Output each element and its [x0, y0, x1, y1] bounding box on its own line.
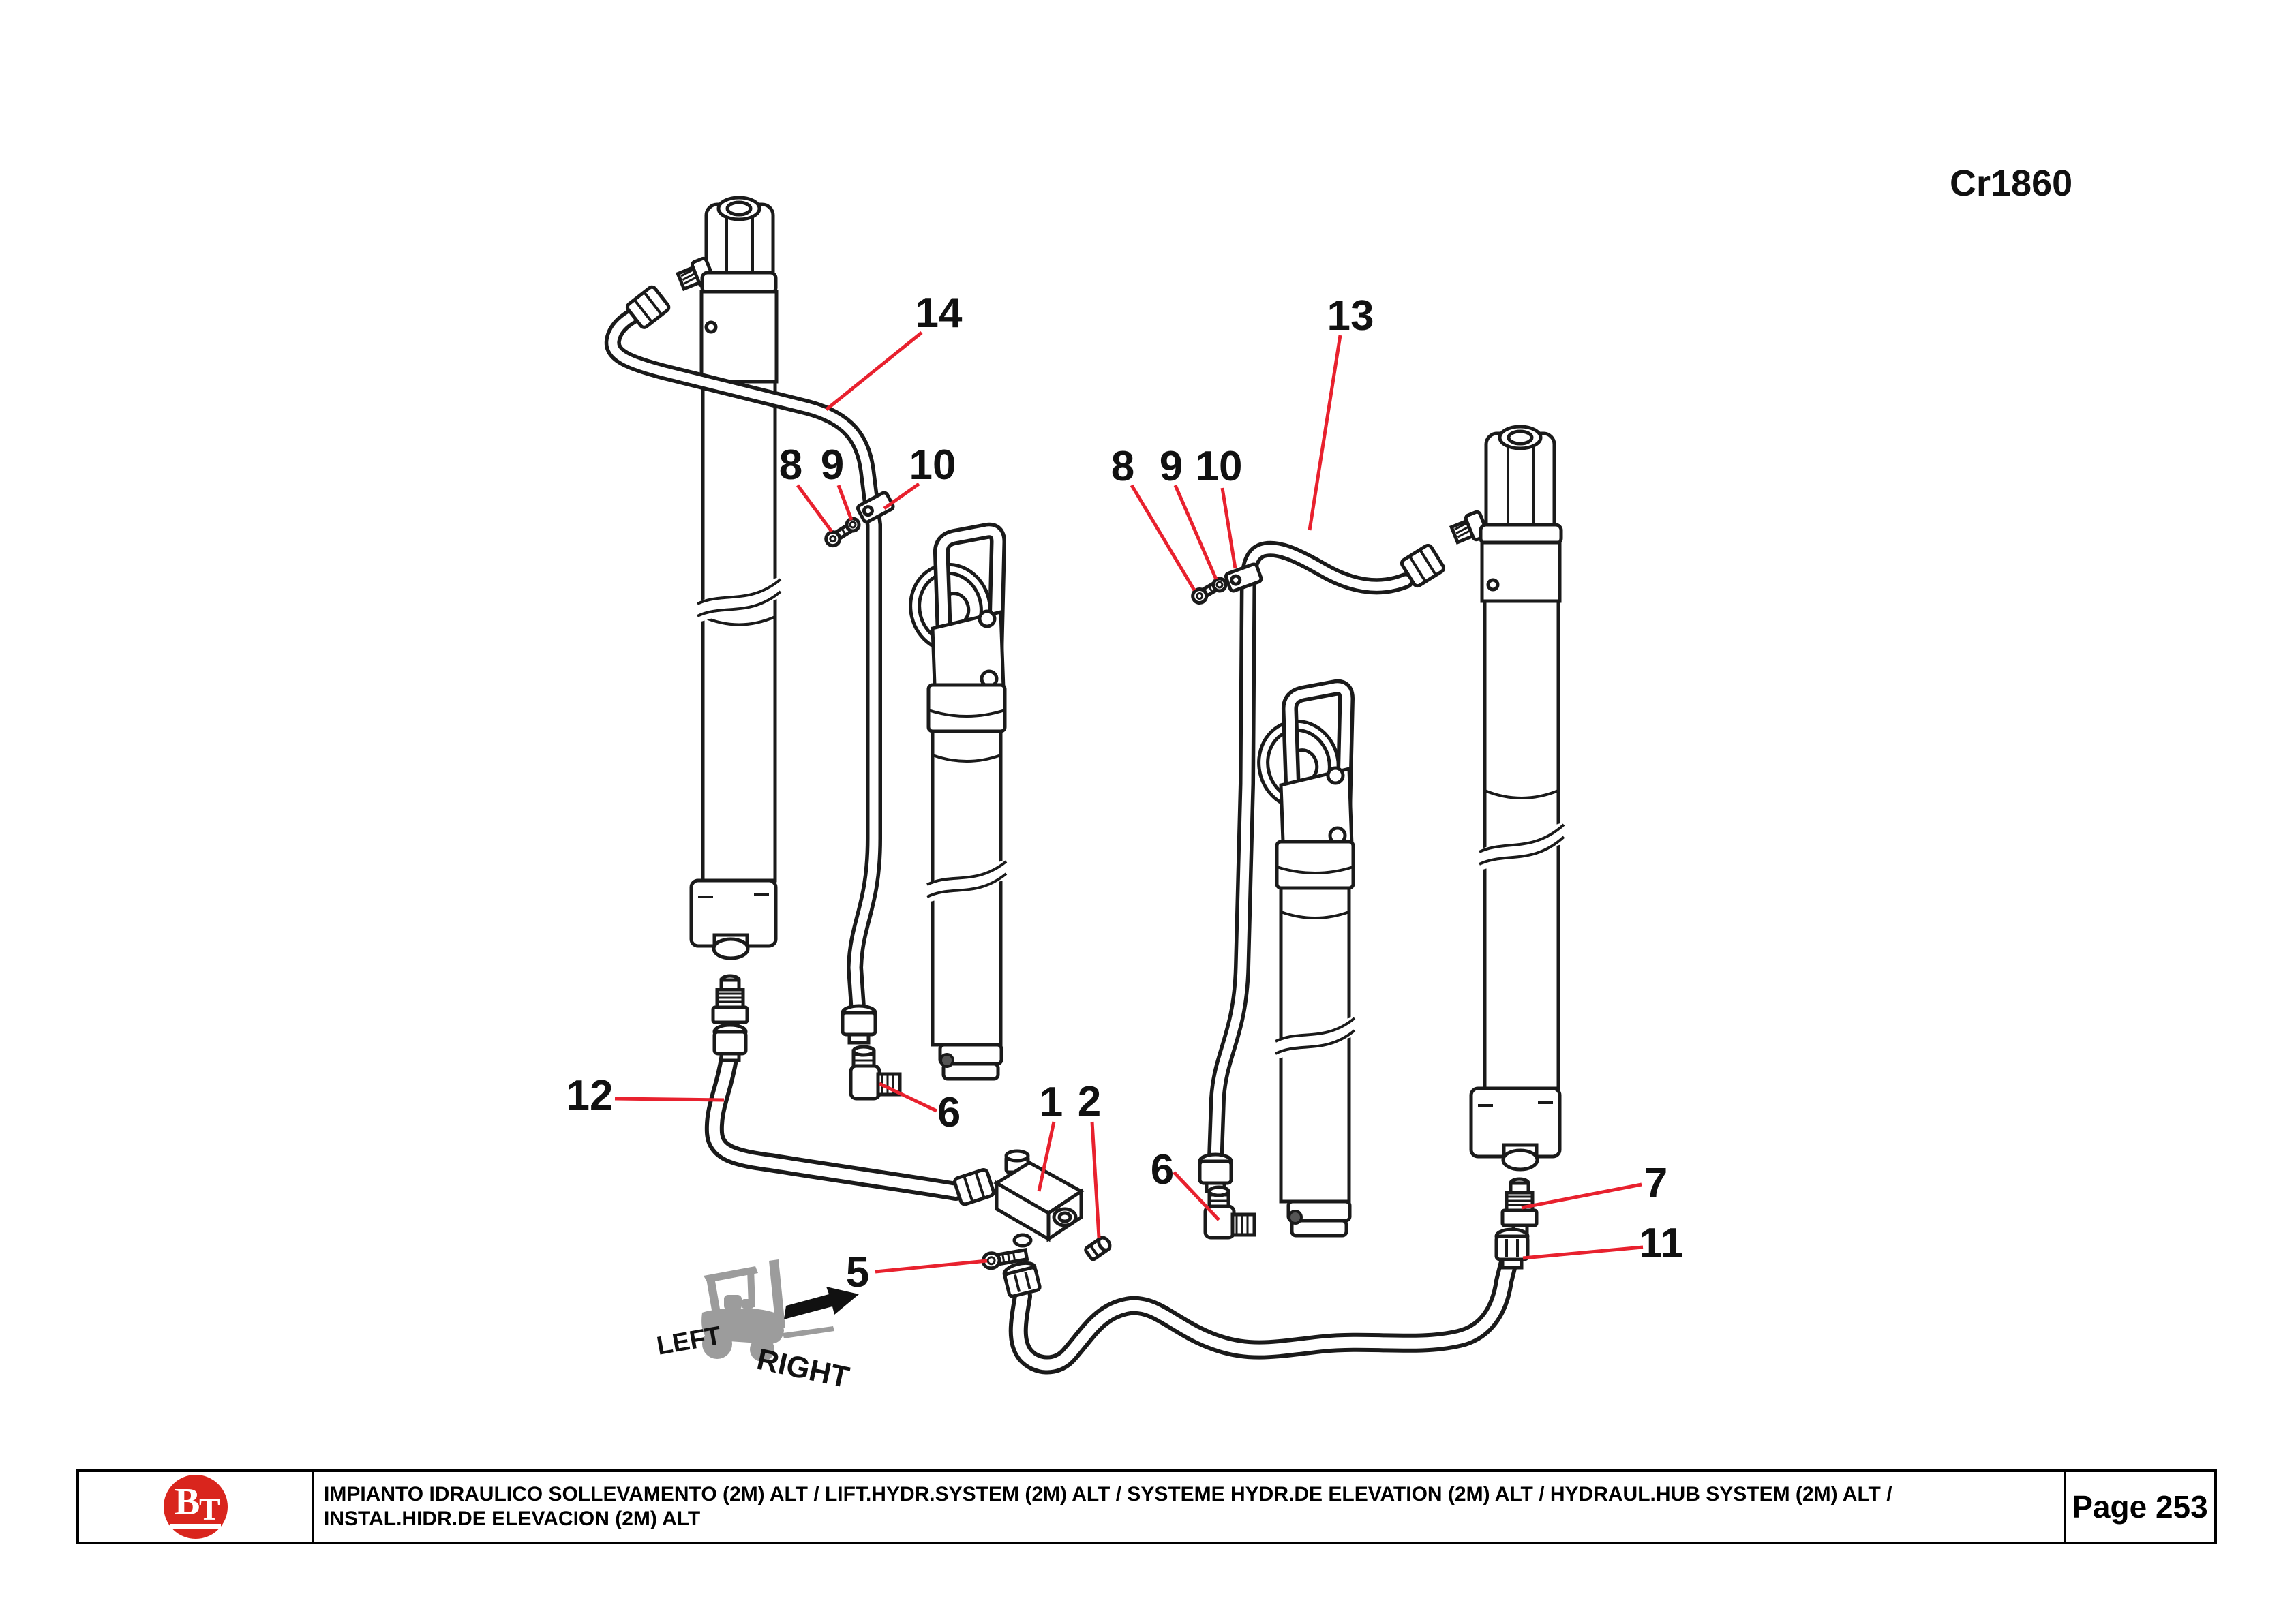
clamp-10-left	[856, 491, 895, 524]
elbow-fitting-right	[1203, 1185, 1256, 1240]
nut-9-left	[845, 517, 861, 533]
cylinder-port-stud	[676, 256, 716, 292]
bt-logo-letter-b: B	[175, 1481, 200, 1523]
callout-8-right: 8	[1111, 443, 1134, 490]
callout-12: 12	[567, 1072, 614, 1119]
callout-13: 13	[1327, 292, 1374, 339]
bolt-5	[981, 1247, 1029, 1270]
right-label: RIGHT	[754, 1343, 852, 1394]
pipe-13	[1207, 540, 1414, 1167]
clamp-10-right	[1224, 562, 1263, 593]
fitting-under-left-cylinder	[711, 974, 749, 1062]
callout-10-left: 10	[909, 442, 956, 489]
callout-7: 7	[1644, 1160, 1667, 1207]
union-nut	[625, 285, 671, 329]
leader-lines	[614, 331, 1644, 1274]
footer-bar: B T IMPIANTO IDRAULICO SOLLEVAMENTO (2M)…	[76, 1469, 2217, 1544]
union-nut	[841, 1004, 877, 1045]
direction-arrow	[784, 1287, 859, 1319]
callout-9-left: 9	[821, 442, 844, 489]
manifold-block	[993, 1149, 1085, 1248]
drawing-code: Cr1860	[1950, 163, 2073, 204]
pipe-14	[604, 302, 882, 1015]
lift-cylinder-right-outer	[1449, 425, 1567, 1172]
callout-11: 11	[1639, 1220, 1684, 1267]
free-lift-cylinder-right	[1250, 688, 1355, 1236]
footer-description-line1: IMPIANTO IDRAULICO SOLLEVAMENTO (2M) ALT…	[324, 1483, 1892, 1505]
page-number: Page 253	[2072, 1489, 2208, 1525]
elbow-fitting-left	[849, 1045, 902, 1101]
lift-cylinder-left-outer	[676, 196, 784, 960]
callout-1: 1	[1040, 1079, 1063, 1126]
bt-logo: B T	[164, 1475, 228, 1539]
union-nut	[1400, 543, 1446, 588]
pipe-11	[1008, 1255, 1517, 1375]
callout-6-right: 6	[1151, 1146, 1174, 1193]
footer-description: IMPIANTO IDRAULICO SOLLEVAMENTO (2M) ALT…	[314, 1472, 2066, 1542]
union-nut	[1002, 1261, 1042, 1298]
nut-9-right	[1211, 577, 1228, 593]
union-nut	[953, 1168, 995, 1206]
logo-cell: B T	[79, 1472, 314, 1542]
callout-6-left: 6	[937, 1089, 961, 1136]
hose-12	[704, 1045, 965, 1201]
callout-9-right: 9	[1160, 443, 1183, 490]
plug-2	[1084, 1236, 1112, 1261]
callout-5: 5	[846, 1249, 869, 1296]
callout-8-left: 8	[779, 442, 802, 489]
callout-2: 2	[1078, 1078, 1101, 1125]
bt-logo-letter-t: T	[199, 1492, 220, 1527]
footer-description-line2: INSTAL.HIDR.DE ELEVACION (2M) ALT	[324, 1508, 701, 1530]
callout-14: 14	[916, 290, 963, 337]
free-lift-cylinder-left	[909, 522, 1009, 1081]
bt-logo-underline	[170, 1524, 221, 1529]
nut-11	[1494, 1227, 1530, 1270]
forklift-icon	[701, 1259, 834, 1362]
callout-10-right: 10	[1196, 443, 1243, 490]
